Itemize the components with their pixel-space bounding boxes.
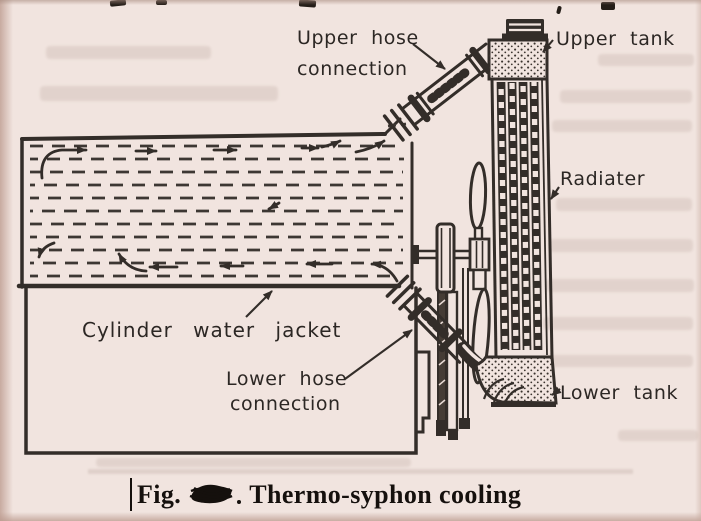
bleed-text-smudge [556,198,692,211]
crankcase-outline [24,286,431,455]
bleed-text-smudge [618,430,698,441]
bleed-text-smudge [549,239,693,252]
scribbled-fig-number-icon [188,480,234,513]
cutoff-glyph [298,0,317,8]
lower-tank [474,355,558,407]
radiator-core [490,78,554,359]
water-dashes [30,122,407,278]
label-leader-lines [245,39,562,396]
lower-hose-label-line1: Lower hose [226,368,348,390]
figure-caption: Fig. Thermo-syphon cooling [130,478,521,511]
bleed-text-smudge [598,54,694,66]
upper-tank-label: Upper tank [556,28,675,50]
bleed-text-smudge [560,90,692,103]
cutoff-glyph [156,0,167,5]
upper-hose [382,42,500,142]
pulley [435,222,456,294]
caption-left-bar [130,478,132,511]
scan-streak [88,469,633,474]
upper-tank [487,19,549,81]
radiator [487,19,554,359]
bleed-text-smudge [46,46,211,59]
lower-tank-label: Lower tank [560,382,679,404]
bleed-text-smudge [543,317,693,330]
caption-fig-prefix: Fig. [137,479,182,509]
water-flow-arrows [37,139,399,283]
caption-title: Thermo-syphon cooling [249,479,522,509]
cylinder-water-jacket-label: Cylinder water jacket [82,318,342,342]
bleed-text-smudge [546,279,694,292]
bleed-text-smudge [552,120,692,132]
upper-hose-label-line2: connection [297,58,408,80]
lower-hose-label-line2: connection [230,393,341,415]
upper-hose-label-line1: Upper hose [297,27,419,49]
bleed-text-smudge [40,86,278,101]
cutoff-glyph [601,2,615,10]
radiator-label: Radiater [560,168,646,190]
bleed-text-smudge [541,355,693,367]
bleed-text-smudge [96,458,411,467]
caption-period-after-scribble [237,499,242,504]
